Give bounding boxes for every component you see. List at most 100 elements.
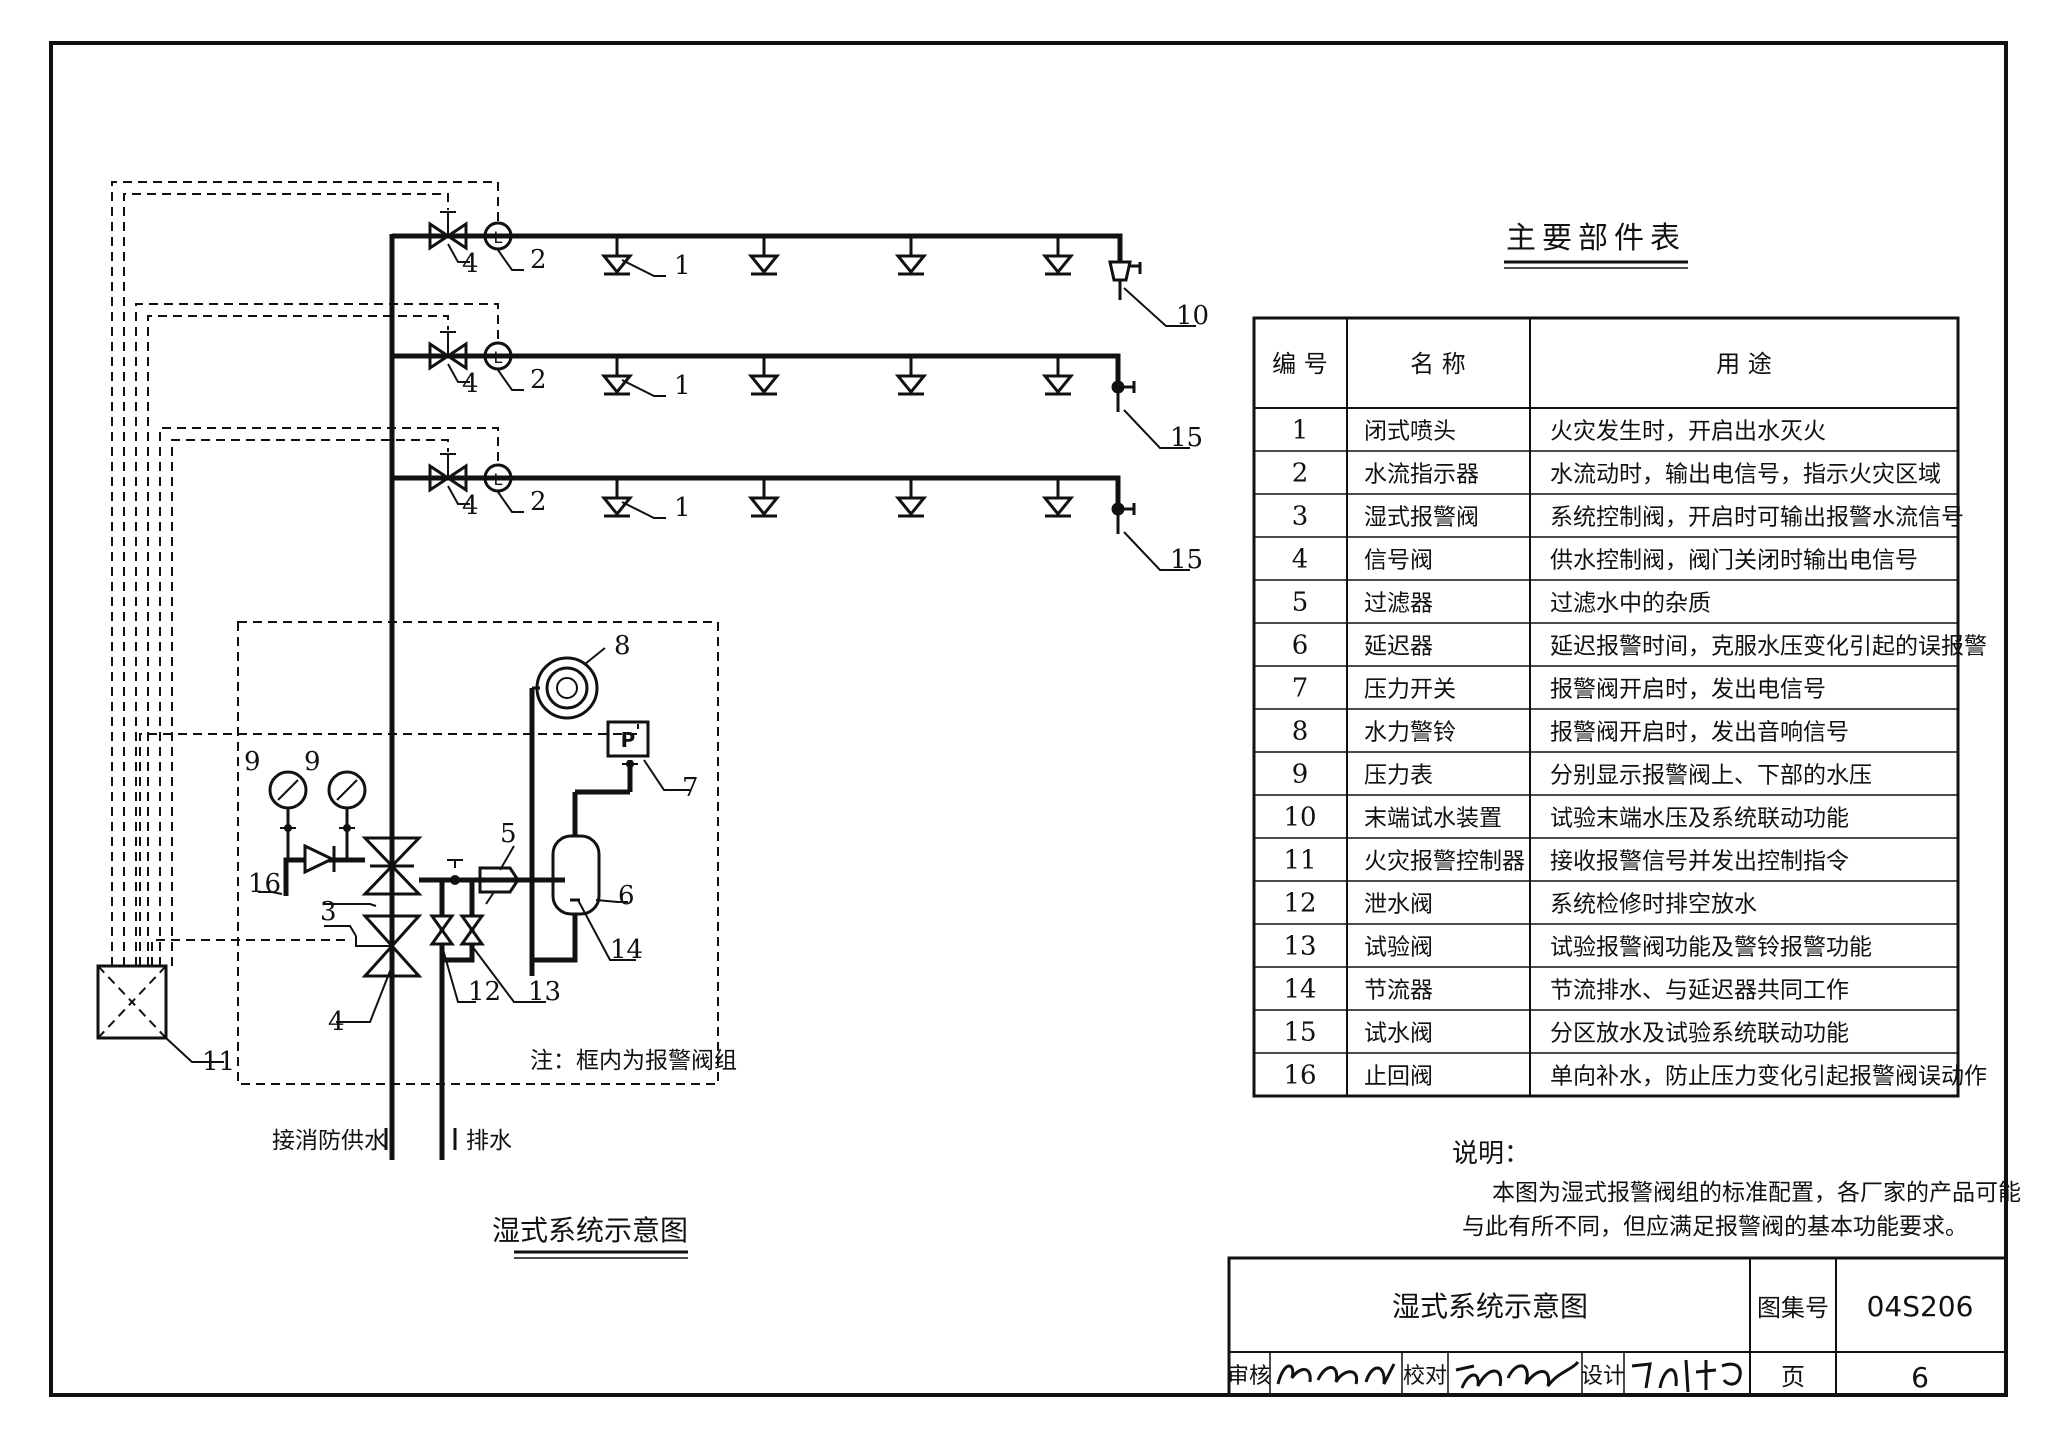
callout-4: 4 xyxy=(462,249,479,279)
table-row: 9 压力表 分别显示报警阀上、下部的水压 xyxy=(1292,760,1872,790)
callout-4: 4 xyxy=(462,369,479,399)
row-part-use: 节流排水、与延迟器共同工作 xyxy=(1550,978,1849,1004)
row-number: 2 xyxy=(1292,459,1309,489)
header-use: 用 途 xyxy=(1716,350,1772,378)
supply-label: 接消防供水 xyxy=(272,1128,387,1154)
alarm-line-tee xyxy=(450,875,460,885)
row-part-use: 报警阀开启时，发出电信号 xyxy=(1550,677,1826,703)
row-part-name: 压力表 xyxy=(1364,763,1433,789)
title-block-drawing-name: 湿式系统示意图 xyxy=(1392,1290,1588,1323)
explanation: 说明： 本图为湿式报警阀组的标准配置，各厂家的产品可能 与此有所不同，但应满足报… xyxy=(1452,1139,2021,1240)
callout-4: 4 xyxy=(328,1007,345,1037)
callout-numbers: 1 1 1 2 2 2 4 4 4 4 3 5 6 7 8 9 9 10 11 … xyxy=(202,245,1209,1077)
page-label: 页 xyxy=(1781,1363,1805,1391)
row-part-use: 接收报警信号并发出控制指令 xyxy=(1550,849,1849,875)
callout-2: 2 xyxy=(530,245,547,275)
row-part-use: 分别显示报警阀上、下部的水压 xyxy=(1550,763,1872,789)
callout-2: 2 xyxy=(530,365,547,395)
header-name: 名 称 xyxy=(1410,350,1466,378)
row-number: 11 xyxy=(1283,846,1316,876)
row-part-use: 试验末端水压及系统联动功能 xyxy=(1550,806,1849,832)
row-part-use: 系统控制阀，开启时可输出报警水流信号 xyxy=(1550,505,1964,531)
diagram-title: 湿式系统示意图 xyxy=(492,1214,688,1247)
water-motor-gong xyxy=(529,656,599,976)
sprinkler-head xyxy=(747,356,781,396)
callout-5: 5 xyxy=(500,819,517,849)
callout-10: 10 xyxy=(1176,301,1209,331)
orifice-line xyxy=(532,914,578,963)
row-number: 4 xyxy=(1292,545,1309,575)
callout-6: 6 xyxy=(618,881,635,911)
bypass-pipe xyxy=(283,857,365,896)
callout-3: 3 xyxy=(320,897,337,927)
row-number: 6 xyxy=(1292,631,1309,661)
row-part-use: 延迟报警时间，克服水压变化引起的误报警 xyxy=(1550,634,1987,660)
parts-table-title: 主要部件表 xyxy=(1506,221,1686,256)
row-part-name: 水流指示器 xyxy=(1364,462,1479,488)
sheet-border xyxy=(49,41,2008,1397)
callout-1: 1 xyxy=(674,371,691,401)
callout-12: 12 xyxy=(468,977,501,1007)
row-part-name: 过滤器 xyxy=(1364,591,1433,617)
row-number: 1 xyxy=(1292,416,1309,446)
signature-reviewer xyxy=(1276,1363,1396,1385)
row-number: 9 xyxy=(1292,760,1309,790)
sprinkler-head xyxy=(894,236,928,276)
row-number: 8 xyxy=(1292,717,1309,747)
sprinkler-heads xyxy=(600,236,1075,518)
sprinkler-head xyxy=(600,236,634,276)
sprinkler-head xyxy=(1041,356,1075,396)
signal-valve-branch-2 xyxy=(428,331,468,371)
table-row: 7 压力开关 报警阀开启时，发出电信号 xyxy=(1292,674,1826,704)
row-part-use: 分区放水及试验系统联动功能 xyxy=(1550,1021,1849,1047)
callout-7: 7 xyxy=(682,773,699,803)
branch-pipe-middle xyxy=(392,353,1121,385)
callout-leaders xyxy=(165,243,1196,1063)
flow-indicator-branch-3: L xyxy=(483,463,513,493)
row-part-name: 压力开关 xyxy=(1364,677,1456,703)
row-number: 15 xyxy=(1283,1018,1316,1048)
row-part-name: 水力警铃 xyxy=(1364,720,1456,746)
callout-15: 15 xyxy=(1170,545,1203,575)
row-number: 5 xyxy=(1292,588,1309,618)
callout-9: 9 xyxy=(304,747,321,777)
fire-alarm-controller xyxy=(96,964,168,1040)
test-valve-bottom xyxy=(1111,502,1136,534)
wet-alarm-valve xyxy=(361,836,423,896)
table-row: 11 火灾报警控制器接收报警信号并发出控制指令 xyxy=(1283,846,1849,876)
callout-13: 13 xyxy=(528,977,561,1007)
atlas-number: 04S206 xyxy=(1867,1290,1974,1323)
sprinkler-head xyxy=(747,236,781,276)
strainer xyxy=(478,866,520,905)
row-number: 7 xyxy=(1292,674,1309,704)
branch-pipe-top xyxy=(392,233,1123,262)
pressure-switch-letter: P xyxy=(621,728,636,752)
pressure-switch: P xyxy=(606,720,650,768)
row-part-name: 止回阀 xyxy=(1364,1064,1433,1090)
row-number: 16 xyxy=(1283,1061,1316,1091)
row-number: 12 xyxy=(1283,889,1316,919)
row-part-name: 火灾报警控制器 xyxy=(1364,849,1525,875)
row-part-use: 过滤水中的杂质 xyxy=(1550,591,1711,617)
signature-checker xyxy=(1455,1360,1580,1389)
svg-text:L: L xyxy=(494,348,503,367)
pressure-gauge-right xyxy=(327,770,367,860)
drain-valve xyxy=(429,914,455,946)
test-alarm-valve xyxy=(459,914,485,946)
row-part-use: 试验报警阀功能及警铃报警功能 xyxy=(1550,935,1872,961)
explanation-heading: 说明： xyxy=(1452,1139,1530,1169)
explanation-line-2: 与此有所不同，但应满足报警阀的基本功能要求。 xyxy=(1462,1214,1968,1240)
